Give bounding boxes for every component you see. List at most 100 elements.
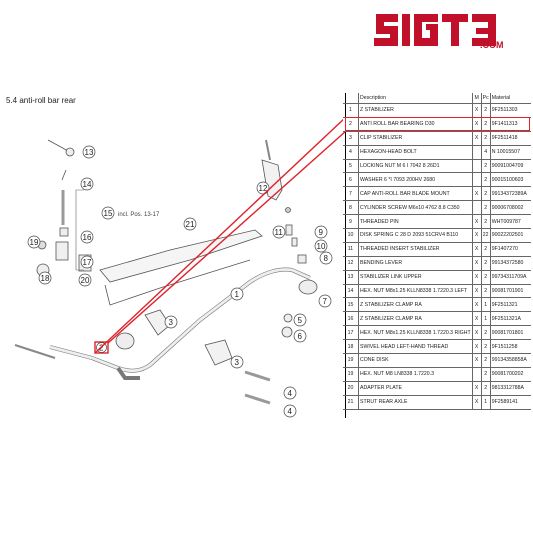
cell-material: 99734311709A — [490, 270, 531, 285]
header-m: M — [472, 93, 482, 104]
svg-text:1: 1 — [235, 290, 240, 299]
svg-text:16: 16 — [83, 233, 92, 242]
cell-m: X — [472, 297, 482, 313]
cell-no: 4 — [343, 145, 359, 160]
brand-logo — [374, 14, 496, 46]
cell-pc: 2 — [481, 270, 491, 285]
callout-21: 21 — [183, 217, 197, 231]
cell-description: HEX. NUT M8x1.25 KLLN8338 1.7220.3 LEFT — [358, 284, 473, 299]
cell-m: X — [472, 131, 482, 146]
svg-text:21: 21 — [186, 220, 195, 229]
callout-1: 1 — [230, 287, 244, 301]
callout-5: 5 — [293, 313, 307, 327]
cell-no: 12 — [343, 256, 359, 271]
cell-no: 14 — [343, 284, 359, 299]
cell-no: 10 — [343, 228, 359, 243]
callout-4a: 4 — [283, 386, 297, 400]
cell-pc: 4 — [481, 145, 491, 160]
header-material: Material — [490, 93, 531, 104]
cell-m: X — [472, 103, 482, 118]
cell-description: Z STABILIZER CLAMP RA — [358, 311, 473, 327]
cell-material: 9F2511303 — [490, 103, 531, 118]
svg-text:9: 9 — [319, 228, 324, 237]
cell-no: 19 — [343, 367, 359, 382]
cell-material: 9F2511418 — [490, 131, 531, 146]
cell-pc: 2 — [481, 353, 491, 368]
cell-m: X — [472, 214, 482, 230]
cell-pc: 2 — [481, 242, 491, 257]
cell-material: 90006708002 — [490, 200, 531, 216]
cell-no: 13 — [343, 270, 359, 285]
cell-description: HEXAGON-HEAD BOLT — [358, 145, 473, 160]
cell-no: 3 — [343, 131, 359, 146]
cell-no: 1 — [343, 103, 359, 118]
svg-text:12: 12 — [259, 184, 268, 193]
cell-m: X — [472, 186, 482, 202]
header-pc: Pc — [481, 93, 491, 104]
cell-no: 11 — [343, 242, 359, 257]
svg-text:15: 15 — [104, 209, 113, 218]
svg-text:8: 8 — [324, 254, 329, 263]
callout-6: 6 — [293, 329, 307, 343]
cell-no: 15 — [343, 297, 359, 313]
svg-text:4: 4 — [288, 407, 293, 416]
callout-3b: 3 — [230, 355, 244, 369]
cell-m — [472, 200, 482, 216]
cell-description: DISK SPRING C 28 D 2093 51CRV4 B110 — [358, 228, 473, 243]
cell-pc: 2 — [481, 172, 491, 188]
cell-no: 21 — [343, 395, 359, 410]
callout-19: 19 — [27, 235, 41, 249]
callout-4b: 4 — [283, 404, 297, 418]
cell-description: STRUT REAR AXLE — [358, 395, 473, 410]
cell-description: Z STABILIZER — [358, 103, 473, 118]
diagram-note: incl. Pos. 13-17 — [118, 212, 160, 218]
cell-description: LOCKING NUT M 6 I 7042 8 26D1 — [358, 159, 473, 174]
cell-description: CLIP STABILIZER — [358, 131, 473, 146]
svg-text:7: 7 — [323, 297, 328, 306]
cell-pc: 2 — [481, 214, 491, 230]
selected-row-highlight — [345, 117, 530, 131]
cell-pc: 1 — [481, 311, 491, 327]
cell-material: 90081701801 — [490, 325, 531, 341]
cell-pc: 2 — [481, 256, 491, 271]
svg-text:19: 19 — [30, 238, 39, 247]
svg-text:18: 18 — [41, 274, 50, 283]
cell-material: 90091004709 — [490, 159, 531, 174]
cell-m: X — [472, 284, 482, 299]
callout-20: 20 — [78, 273, 92, 287]
cell-m — [472, 172, 482, 188]
cell-m: X — [472, 353, 482, 368]
cell-pc: 1 — [481, 297, 491, 313]
header-no — [343, 93, 359, 104]
cell-pc: 2 — [481, 284, 491, 299]
cell-pc: 2 — [481, 339, 491, 355]
cell-m: X — [472, 339, 482, 355]
cell-description: Z STABILIZER CLAMP RA — [358, 297, 473, 313]
callout-14: 14 — [80, 177, 94, 191]
svg-text:11: 11 — [275, 228, 284, 237]
cell-description: BENDING LEVER — [358, 256, 473, 271]
